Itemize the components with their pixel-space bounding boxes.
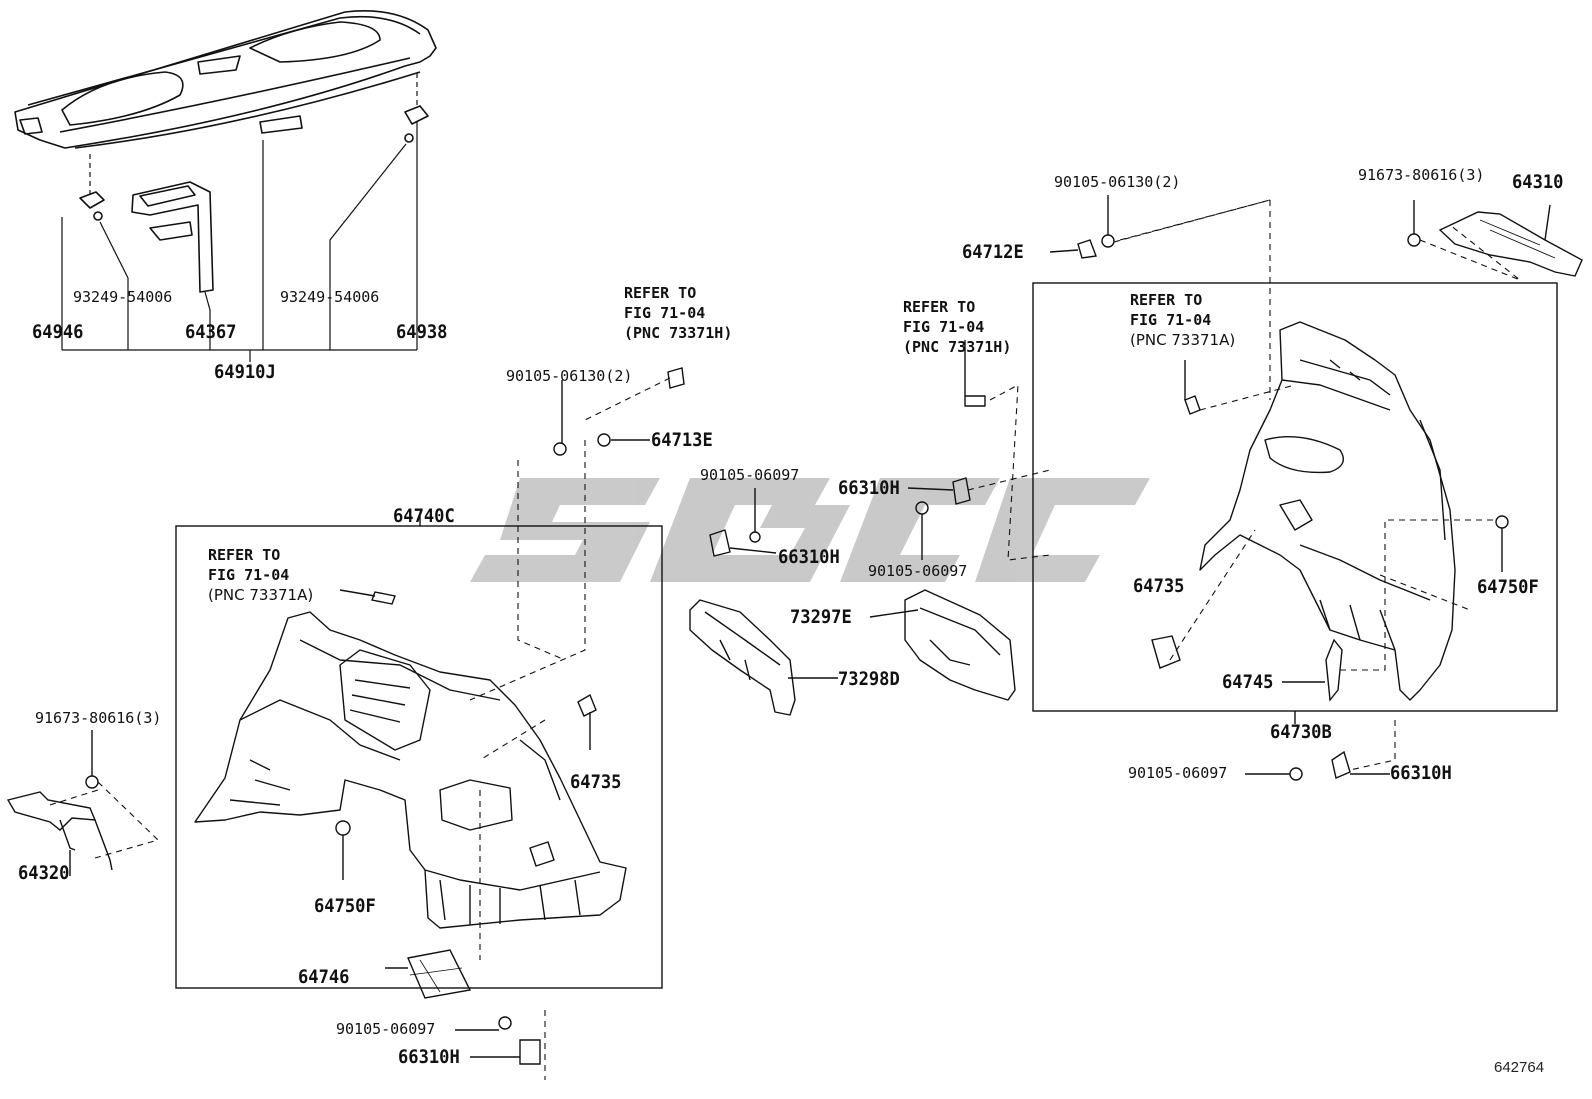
- label-64320: 64320: [18, 862, 70, 884]
- ref-part-73371H-mid: [964, 395, 986, 407]
- diagram-code: 642764: [1494, 1059, 1545, 1076]
- part-64946: [79, 191, 105, 209]
- clip-64713E: [597, 433, 611, 447]
- label-64713E: 64713E: [651, 429, 713, 451]
- label-64730B: 64730B: [1270, 721, 1332, 743]
- bolt-90105-06130-right: [1101, 234, 1115, 248]
- label-90105-06097-bottom: 90105-06097: [336, 1020, 436, 1038]
- ref-note-center-line2: FIG 71-04: [624, 304, 706, 322]
- label-73298D: 73298D: [838, 668, 900, 690]
- ref-note-center-line1: REFER TO: [624, 284, 697, 302]
- bolt-90105-06097-right: [1289, 767, 1303, 781]
- screw-93249-right: [404, 133, 414, 143]
- part-64740C-panel: [194, 611, 627, 929]
- label-90105-06130-right: 90105-06130(2): [1054, 173, 1181, 191]
- bolt-91673-right: [1407, 233, 1421, 247]
- part-64745: [1325, 638, 1343, 702]
- label-93249-right: 93249-54006: [280, 288, 380, 306]
- label-64367: 64367: [185, 321, 237, 343]
- ref-note-mid-line1: REFER TO: [903, 298, 976, 316]
- label-64735-left: 64735: [570, 771, 622, 793]
- label-90105-06097-center: 90105-06097: [868, 562, 968, 580]
- label-90105-06130-center: 90105-06130(2): [506, 367, 633, 385]
- label-64938: 64938: [396, 321, 448, 343]
- part-64730B-panel: [1199, 321, 1456, 701]
- part-64938: [404, 105, 429, 125]
- clip-64750F-left: [335, 820, 351, 836]
- part-64712E: [1077, 239, 1097, 259]
- part-64310: [1438, 211, 1583, 277]
- bolt-90105-06097-bottom: [498, 1016, 512, 1030]
- ref-part-73371A-right: [1184, 395, 1201, 415]
- part-66310H-center: [952, 477, 971, 505]
- label-64712E: 64712E: [962, 241, 1024, 263]
- label-91673-left: 91673-80616(3): [35, 709, 162, 727]
- assembly-box-64740C: [175, 525, 663, 989]
- ref-note-center: REFER TO FIG 71-04 (PNC 73371H): [624, 283, 732, 343]
- screw-93249-left: [93, 211, 103, 221]
- label-66310H-bottom: 66310H: [398, 1046, 460, 1068]
- label-64310: 64310: [1512, 171, 1564, 193]
- label-64750F-right: 64750F: [1477, 576, 1539, 598]
- bolt-90105-06097-mid: [749, 531, 761, 543]
- ref-note-left-line1: REFER TO: [208, 546, 281, 564]
- label-64910J: 64910J: [214, 361, 276, 383]
- part-64735-right: [1151, 635, 1181, 669]
- label-66310H-center: 66310H: [838, 477, 900, 499]
- label-93249-left: 93249-54006: [73, 288, 173, 306]
- part-64735-left: [577, 693, 597, 717]
- tonneau-cover: [14, 10, 437, 149]
- ref-note-right: REFER TO FIG 71-04 (PNC 73371A): [1130, 290, 1235, 350]
- ref-part-73371A-left: [371, 591, 396, 605]
- part-73298D: [689, 599, 796, 716]
- label-73297E: 73297E: [790, 606, 852, 628]
- label-64745: 64745: [1222, 671, 1274, 693]
- label-64746: 64746: [298, 966, 350, 988]
- ref-note-left-line3: (PNC 73371A): [208, 586, 314, 604]
- label-66310H-mid: 66310H: [778, 546, 840, 568]
- bolt-91673-left: [85, 775, 99, 789]
- ref-note-center-line3: (PNC 73371H): [624, 324, 733, 342]
- part-66310H-mid: [709, 529, 731, 557]
- label-64735-right: 64735: [1133, 575, 1185, 597]
- ref-note-left: REFER TO FIG 71-04 (PNC 73371A): [208, 545, 313, 605]
- part-64367: [131, 181, 214, 293]
- ref-part-73371H-center: [667, 367, 685, 389]
- label-90105-06097-right: 90105-06097: [1128, 764, 1228, 782]
- ref-note-left-line2: FIG 71-04: [208, 566, 290, 584]
- bolt-90105-06130-center: [553, 442, 567, 456]
- part-73297E: [904, 589, 1016, 701]
- label-64740C: 64740C: [393, 505, 455, 527]
- part-66310H-right: [1331, 750, 1351, 779]
- part-64746: [407, 949, 472, 999]
- ref-note-mid: REFER TO FIG 71-04 (PNC 73371H): [903, 297, 1011, 357]
- ref-note-right-line3: (PNC 73371A): [1130, 331, 1236, 349]
- ref-note-right-line2: FIG 71-04: [1130, 311, 1212, 329]
- label-64946: 64946: [32, 321, 84, 343]
- ref-note-right-line1: REFER TO: [1130, 291, 1203, 309]
- label-64750F-left: 64750F: [314, 895, 376, 917]
- part-64320: [6, 791, 113, 871]
- ref-note-mid-line2: FIG 71-04: [903, 318, 985, 336]
- label-66310H-right: 66310H: [1390, 762, 1452, 784]
- label-91673-right: 91673-80616(3): [1358, 166, 1485, 184]
- clip-64750F-right: [1495, 515, 1509, 529]
- part-66310H-bottom: [519, 1039, 541, 1065]
- ref-note-mid-line3: (PNC 73371H): [903, 338, 1012, 356]
- label-90105-06097-mid: 90105-06097: [700, 466, 800, 484]
